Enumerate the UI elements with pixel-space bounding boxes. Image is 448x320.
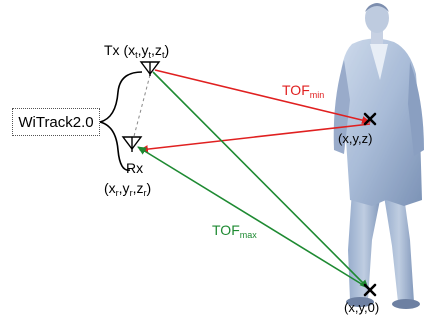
- tx-label: Tx (xt,yt,zt): [104, 42, 170, 60]
- lower-point-label: (x,y,0): [344, 300, 380, 315]
- device-label: WiTrack2.0: [18, 113, 94, 131]
- tof-max-label: TOFmax: [212, 222, 257, 240]
- tx-name: Tx: [104, 42, 120, 58]
- device-label-box: WiTrack2.0: [12, 108, 100, 136]
- tx-antenna-icon: [139, 61, 161, 76]
- tof-min-label: TOFmin: [282, 82, 325, 100]
- lower-point-marker: [363, 283, 377, 297]
- tof-min-arrow-back: [139, 123, 371, 154]
- person-illustration: [333, 3, 424, 309]
- upper-point-marker: [363, 112, 377, 126]
- rx-antenna-icon: [121, 136, 143, 152]
- antenna-link-line: [132, 74, 151, 141]
- tof-max-arrow-out: [152, 71, 369, 289]
- tof-max-arrow-back: [137, 146, 369, 289]
- device-brace: [99, 71, 143, 171]
- upper-point-label: (x,y,z): [338, 131, 373, 146]
- rx-coords: (xr,yr,zr): [104, 180, 152, 198]
- tx-coords: (xt,yt,zt): [123, 42, 170, 60]
- tof-min-arrow-out: [154, 69, 371, 125]
- rx-name: Rx: [126, 160, 144, 176]
